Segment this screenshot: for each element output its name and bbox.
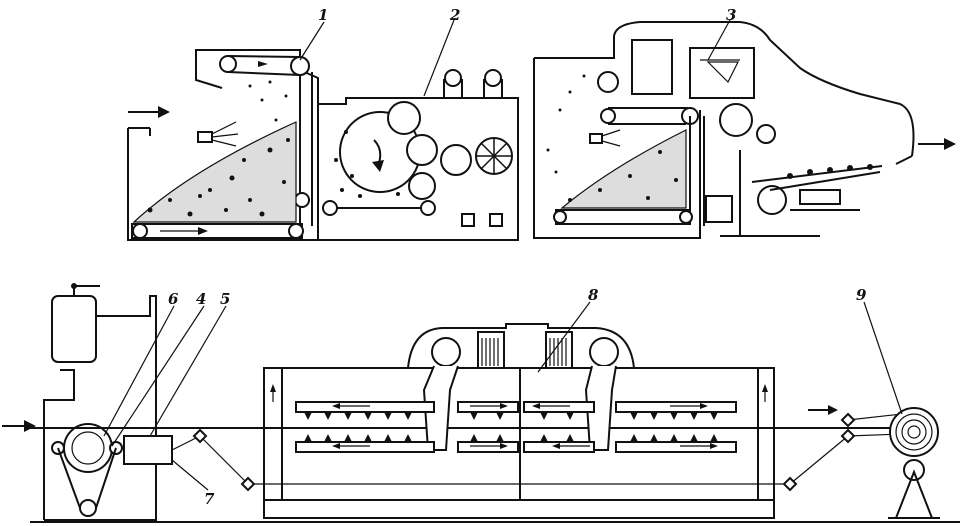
callout-5: 5 bbox=[220, 290, 230, 308]
impregnation-unit bbox=[43, 283, 173, 521]
output-arrow-right bbox=[918, 138, 956, 150]
callout-3: 3 bbox=[726, 6, 736, 24]
upper-production-line bbox=[127, 21, 956, 241]
opening-carding-machine bbox=[317, 69, 519, 241]
callout-2: 2 bbox=[449, 6, 460, 24]
fabric-winder bbox=[888, 407, 940, 519]
callout-8: 8 bbox=[588, 286, 599, 304]
callout-9: 9 bbox=[856, 286, 867, 304]
callout-leaders bbox=[103, 19, 903, 491]
fabric-path bbox=[30, 405, 903, 492]
callout-6: 6 bbox=[168, 290, 179, 308]
callout-7: 7 bbox=[204, 490, 215, 508]
hopper-feeder-machine bbox=[127, 49, 319, 241]
dryer-chamber bbox=[263, 323, 775, 519]
lower-production-line bbox=[2, 283, 960, 523]
feed-arrow-left bbox=[128, 106, 170, 118]
callout-4: 4 bbox=[196, 290, 206, 308]
hopper-condenser-machine bbox=[533, 21, 915, 239]
callout-1: 1 bbox=[318, 6, 328, 24]
feed-arrow-bottom-left bbox=[2, 420, 36, 432]
